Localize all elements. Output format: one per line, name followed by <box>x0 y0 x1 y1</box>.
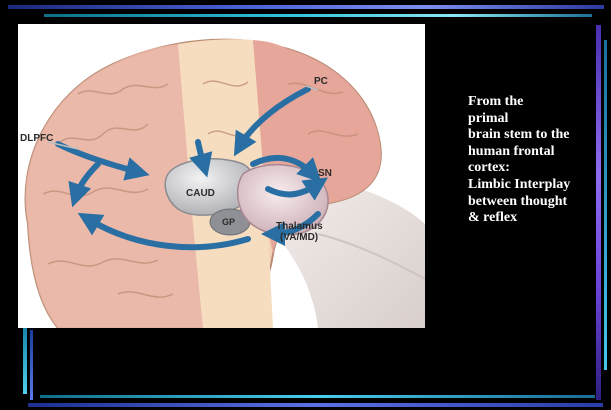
brain-diagram: DLPFC PC SN CAUD GP Thalamus (VA/MD) <box>18 24 425 328</box>
decorative-bar <box>44 14 592 17</box>
slide-caption: From the primal brain stem to the human … <box>468 94 606 227</box>
label-pc: PC <box>314 76 328 87</box>
decorative-bar <box>23 318 27 394</box>
label-caud: CAUD <box>186 188 215 199</box>
decorative-bar <box>8 5 604 9</box>
label-gp: GP <box>222 217 235 227</box>
decorative-bar <box>30 330 33 400</box>
label-thalamus: Thalamus <box>276 221 323 232</box>
label-thalamus-sub: (VA/MD) <box>280 232 318 243</box>
label-sn: SN <box>318 168 332 179</box>
decorative-bar <box>40 395 595 398</box>
decorative-bar <box>28 403 603 407</box>
brain-illustration: DLPFC PC SN CAUD GP Thalamus (VA/MD) <box>18 24 425 328</box>
label-dlpfc: DLPFC <box>20 133 53 144</box>
